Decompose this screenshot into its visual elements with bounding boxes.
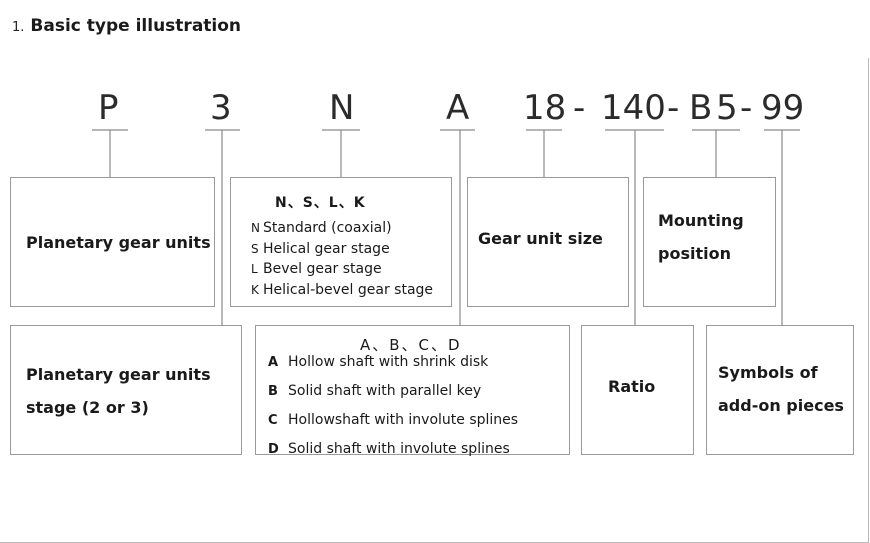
code-symbols-99: 99 (761, 88, 805, 128)
box-gear-unit-size: Gear unit size (467, 177, 629, 307)
label-planetary-gear-units: Planetary gear units (26, 233, 211, 252)
label-mounting: Mounting (658, 211, 744, 230)
box-planetary-stage: Planetary gear units stage (2 or 3) (10, 325, 242, 455)
abcd-title: A、B、C、D (360, 336, 462, 354)
box-add-on-symbols: Symbols of add-on pieces (706, 325, 854, 455)
label-stage-line2: stage (2 or 3) (26, 398, 149, 417)
code-char-N: N (329, 88, 355, 128)
code-dash-1: - (573, 88, 586, 128)
label-stage-line1: Planetary gear units (26, 365, 211, 384)
code-char-3: 3 (210, 88, 232, 128)
label-symbols-line1: Symbols of (718, 363, 818, 382)
code-char-A: A (446, 88, 470, 128)
nslk-title: N、S、L、K (275, 195, 366, 211)
code-char-P: P (98, 88, 119, 128)
label-gear-unit-size: Gear unit size (478, 229, 603, 248)
section-heading: 1. Basic type illustration (12, 16, 241, 36)
code-size-18: 18 (523, 88, 567, 128)
section-number: 1. (12, 20, 25, 35)
code-dash-2: - (667, 88, 680, 128)
code-ratio-140: 140 (601, 88, 666, 128)
box-planetary-gear-units: Planetary gear units (10, 177, 215, 307)
code-char-5: 5 (716, 88, 738, 128)
label-symbols-line2: add-on pieces (718, 396, 844, 415)
section-title: Basic type illustration (30, 16, 242, 36)
label-ratio: Ratio (608, 377, 656, 396)
label-position: position (658, 244, 731, 263)
code-dash-3: - (740, 88, 753, 128)
box-mounting-position: Mounting position (643, 177, 776, 307)
code-char-B: B (689, 88, 713, 128)
box-ratio: Ratio (581, 325, 694, 455)
